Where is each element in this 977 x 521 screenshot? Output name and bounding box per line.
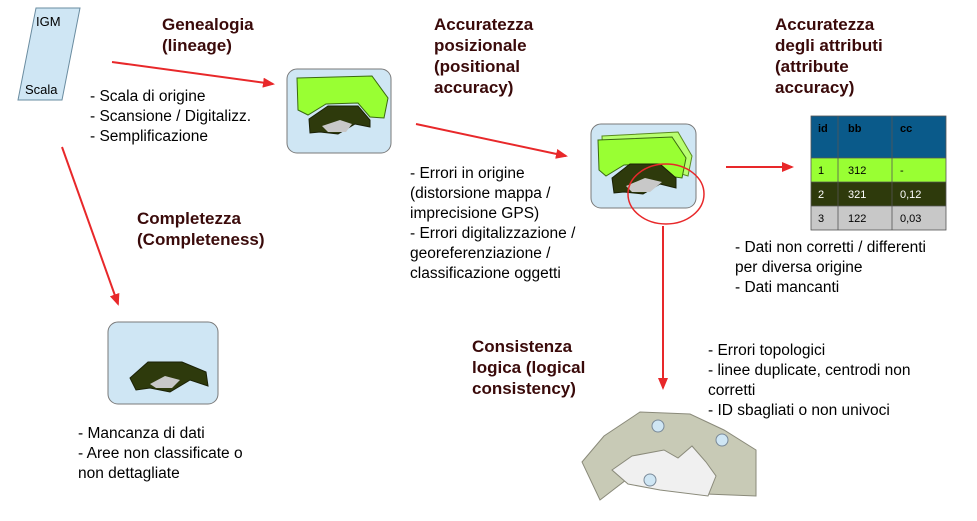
completeness-title: Completezza (Completeness) bbox=[137, 209, 265, 249]
table-cell: 0,03 bbox=[900, 213, 921, 225]
source-label-bottom: Scala bbox=[25, 82, 58, 97]
lineage-title: Genealogia (lineage) bbox=[162, 15, 254, 55]
table-cell: 1 bbox=[818, 165, 824, 177]
positional-bullets: - Errori in origine (distorsione mappa /… bbox=[410, 165, 576, 282]
lineage-bullets: - Scala di origine - Scansione / Digital… bbox=[90, 88, 252, 145]
source-label-top: IGM bbox=[36, 14, 61, 29]
positional-title: Accuratezza posizionale (positional accu… bbox=[434, 15, 534, 97]
table-cell: 0,12 bbox=[900, 189, 921, 201]
attribute-table: id bb cc 1 312 - 2 321 0,12 3 122 0,03 bbox=[810, 115, 947, 231]
logical-map-shape bbox=[581, 411, 757, 501]
source-map-shape bbox=[17, 7, 81, 101]
logical-bullets: - Errori topologici - linee duplicate, c… bbox=[708, 342, 911, 419]
table-header-cc: cc bbox=[900, 123, 912, 135]
completeness-bullets: - Mancanza di dati - Aree non classifica… bbox=[78, 425, 243, 482]
table-cell: 3 bbox=[818, 213, 824, 225]
attribute-bullets: - Dati non corretti / differenti per div… bbox=[735, 239, 926, 296]
table-cell: 122 bbox=[848, 213, 866, 225]
table-cell: 312 bbox=[848, 165, 866, 177]
table-cell: 321 bbox=[848, 189, 866, 201]
lineage-map-panel bbox=[286, 68, 392, 154]
arrow-to-lineage bbox=[111, 61, 275, 88]
table-header-bb: bb bbox=[848, 123, 862, 135]
arrow-to-positional bbox=[415, 123, 568, 159]
table-cell: - bbox=[900, 165, 904, 177]
arrow-to-completeness bbox=[61, 146, 120, 306]
table-header-id: id bbox=[818, 123, 828, 135]
logical-title: Consistenza logica (logical consistency) bbox=[472, 337, 586, 398]
table-cell: 2 bbox=[818, 189, 824, 201]
attribute-title: Accuratezza degli attributi (attribute a… bbox=[775, 15, 883, 97]
completeness-map-panel bbox=[107, 321, 219, 405]
positional-map-panel bbox=[590, 123, 705, 225]
